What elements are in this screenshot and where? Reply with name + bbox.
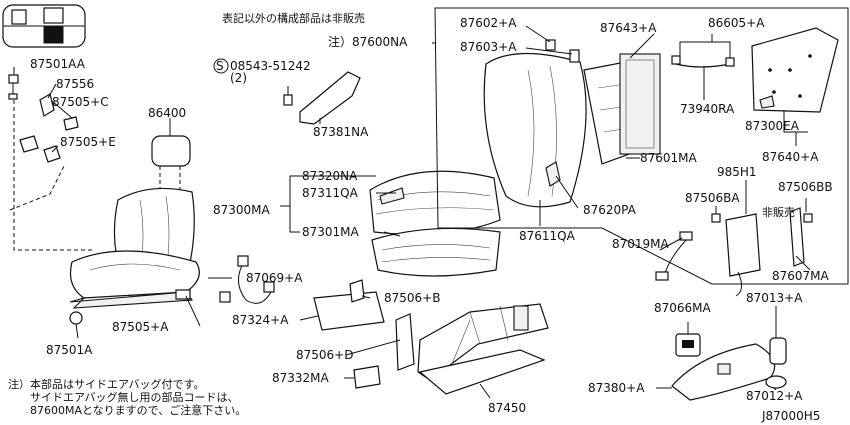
bracket-87381na-part: [283, 71, 361, 125]
lumbar-73940ra-part: [671, 55, 735, 68]
label-87320NA: 87320NA: [302, 169, 358, 183]
label-87506D: 87506+D: [296, 348, 353, 362]
label-87602A: 87602+A: [460, 16, 517, 30]
switch-87066ma-part: [675, 333, 701, 357]
label-87501AA: 87501AA: [30, 57, 86, 71]
harness-87069a-part: [219, 255, 275, 304]
label-87012A: 87012+A: [746, 389, 803, 403]
bolt-87501aa-part: [8, 74, 19, 100]
not-sold-label: 非販売: [762, 206, 795, 219]
label-87620PA: 87620PA: [583, 203, 637, 217]
label-87381NA: 87381NA: [313, 125, 369, 139]
seatback-frame-part: [583, 53, 661, 165]
assembly-note: 注）87600NA: [328, 34, 408, 49]
label-87643A: 87643+A: [600, 21, 657, 35]
label-87069A: 87069+A: [246, 271, 303, 285]
label-87324A: 87324+A: [232, 313, 289, 327]
label-87505C: 87505+C: [52, 95, 109, 109]
footnote-line-2: サイドエアバッグ無し用の部品コードは、: [30, 390, 239, 404]
label-87019MA: 87019MA: [612, 237, 670, 251]
screw-symbol-icon: [213, 58, 229, 74]
label-87640A: 87640+A: [762, 150, 819, 164]
label-86400: 86400: [148, 106, 186, 120]
label-87506B: 87506+B: [384, 291, 440, 305]
clip-87505e-part: [43, 145, 61, 163]
seat-frame-87450-part: [313, 279, 549, 395]
screw-symbol-label: S: [216, 59, 224, 73]
label-87013A: 87013+A: [746, 291, 803, 305]
label-87300MA: 87300MA: [213, 203, 271, 217]
label-73940RA: 73940RA: [680, 102, 735, 116]
screw-spec-label: 08543-51242: [230, 59, 311, 73]
label-87450: 87450: [488, 401, 526, 415]
screw-qty-label: (2): [230, 71, 247, 85]
side-airbag-985h1-part: [711, 207, 813, 297]
leader-lines: [9, 25, 811, 399]
label-87506BA: 87506BA: [685, 191, 740, 205]
label-87603A: 87603+A: [460, 40, 517, 54]
header-note: 表記以外の構成部品は非販売: [222, 11, 365, 25]
label-87301MA: 87301MA: [302, 225, 360, 239]
label-86605A: 86605+A: [708, 16, 765, 30]
diagram-id: J87000H5: [761, 409, 820, 423]
label-87380A: 87380+A: [588, 381, 645, 395]
label-87332MA: 87332MA: [272, 371, 330, 385]
harness-87019ma-part: [655, 231, 693, 281]
label-985H1: 985H1: [717, 165, 757, 179]
label-87505E: 87505+E: [60, 135, 116, 149]
label-87501A: 87501A: [46, 343, 93, 357]
finisher-87556-part: [19, 93, 79, 153]
cover-87332ma-part: [353, 365, 381, 389]
label-87505A: 87505+A: [112, 320, 169, 334]
seatback-pad-part: [483, 39, 587, 208]
part-labels: 87501AA 87556 87505+C 86400 87505+E 8738…: [8, 11, 833, 423]
footnote-line-1: 注）本部品はサイドエアバッグ付です。: [8, 377, 204, 391]
footnote-line-3: 87600MAとなりますので、ご注意下さい。: [30, 403, 246, 417]
bolt-87501a-part: [69, 311, 83, 325]
cushion-pad-part: [369, 170, 501, 277]
label-87311QA: 87311QA: [302, 186, 359, 200]
label-87300EA: 87300EA: [745, 119, 800, 133]
car-locator-icon: [2, 4, 86, 48]
label-87607MA: 87607MA: [772, 269, 830, 283]
label-87611QA: 87611QA: [519, 229, 576, 243]
knob-87012a-part: [765, 375, 787, 389]
label-87556: 87556: [56, 77, 94, 91]
knob-87013a-part: [769, 337, 787, 365]
label-87601MA: 87601MA: [640, 151, 698, 165]
label-87066MA: 87066MA: [654, 301, 712, 315]
back-board-87640-part: [751, 27, 839, 113]
label-87506BB: 87506BB: [778, 180, 833, 194]
seat-assembly-part: [69, 135, 200, 309]
